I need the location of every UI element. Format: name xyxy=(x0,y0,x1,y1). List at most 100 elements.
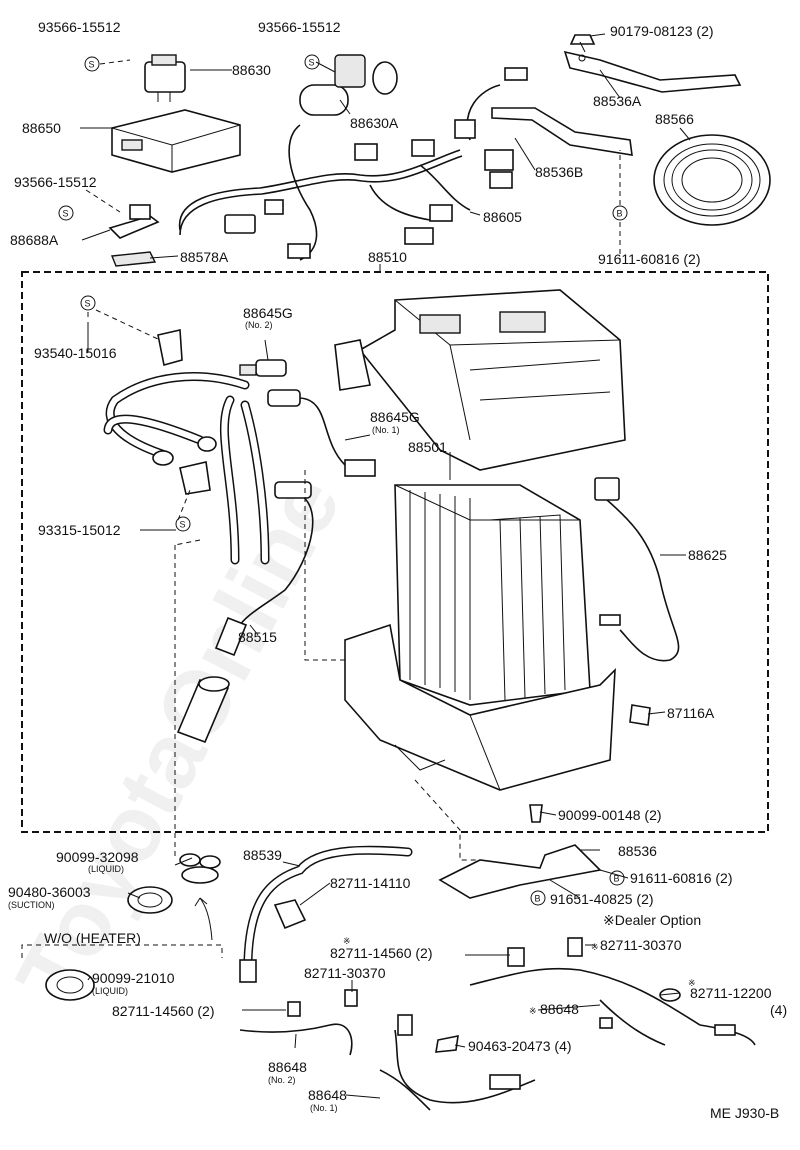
label-93540-15016: 93540-15016 xyxy=(34,345,117,361)
harness-88648-no2-shape xyxy=(239,989,358,1056)
label-88648-no1: 88648 xyxy=(308,1087,347,1103)
svg-text:S: S xyxy=(309,58,315,68)
label-82711-12200-qty: (4) xyxy=(770,1002,787,1018)
o-ring-90099-32098-shape xyxy=(179,853,221,884)
clip-87116a-shape xyxy=(629,704,651,726)
nut-90179-08123-shape xyxy=(569,34,596,45)
label-88650: 88650 xyxy=(22,120,61,136)
label-88566: 88566 xyxy=(655,111,694,127)
label-82711-30370-b: 82711-30370 xyxy=(600,937,682,953)
grommet-90099-21010-shape xyxy=(45,969,95,1001)
label-88515: 88515 xyxy=(238,629,277,645)
label-88578a: 88578A xyxy=(180,249,229,265)
label-88501: 88501 xyxy=(408,439,447,455)
label-88510: 88510 xyxy=(368,249,407,265)
arrow-line xyxy=(199,897,213,941)
relay-88630a-shape xyxy=(299,54,398,116)
svg-text:B: B xyxy=(535,894,541,904)
label-88536b: 88536B xyxy=(535,164,583,180)
callout-b1: B xyxy=(612,205,628,221)
wo-heater-bracket xyxy=(21,944,223,958)
callout-s1: S xyxy=(84,56,100,72)
label-90480-36003: 90480-36003 xyxy=(8,884,91,900)
wire-harness-88605-shape xyxy=(178,67,528,261)
pipes-assembly-shape xyxy=(103,372,270,565)
bracket-88536b-shape xyxy=(491,107,633,156)
svg-text:S: S xyxy=(63,209,69,219)
label-90099-32098-sub: (LIQUID) xyxy=(88,864,124,874)
callout-s3: S xyxy=(58,205,74,221)
harness-88648-star-shape xyxy=(469,937,756,1046)
label-88630a: 88630A xyxy=(350,115,399,131)
clamp-90463-20473-shape xyxy=(435,1034,459,1053)
dealer-option-star-2: ※ xyxy=(591,942,599,952)
sensor-88625-shape xyxy=(594,477,680,662)
label-93566-15512-b: 93566-15512 xyxy=(258,19,341,35)
label-82711-14560-a: 82711-14560 (2) xyxy=(330,945,432,961)
label-88536: 88536 xyxy=(618,843,657,859)
label-wo-heater: W/O (HEATER) xyxy=(44,930,141,946)
label-90099-21010-sub: (LIQUID) xyxy=(92,986,128,996)
dealer-option-star-3: ※ xyxy=(688,978,696,988)
pipe-88539-shape xyxy=(239,845,413,983)
leader-lines xyxy=(80,33,691,1099)
label-82711-14110: 82711-14110 xyxy=(330,875,411,891)
arrow-head xyxy=(194,897,208,907)
callout-b3: B xyxy=(530,890,546,906)
label-82711-14560-b: 82711-14560 (2) xyxy=(112,1003,214,1019)
cooling-unit-boundary xyxy=(21,271,769,833)
clamp-82711-14110-shape xyxy=(273,899,307,930)
label-88605: 88605 xyxy=(483,209,522,225)
label-88688a: 88688A xyxy=(10,232,59,248)
label-88539: 88539 xyxy=(243,847,282,863)
label-93566-15512-c: 93566-15512 xyxy=(14,174,97,190)
svg-text:S: S xyxy=(180,520,186,530)
svg-text:S: S xyxy=(89,60,95,70)
duct-88566-shape xyxy=(653,134,771,226)
label-88625: 88625 xyxy=(688,547,727,563)
label-82711-12200: 82711-12200 xyxy=(690,985,772,1001)
label-90099-21010: 90099-21010 xyxy=(92,970,175,986)
thermistor-88515-shape xyxy=(214,481,314,657)
label-90179-08123: 90179-08123 (2) xyxy=(610,23,714,39)
label-91611-60816-top: 91611-60816 (2) xyxy=(598,251,700,267)
callout-b2: B xyxy=(609,870,625,886)
relay-88630-shape xyxy=(144,54,186,102)
label-91611-60816-bottom: 91611-60816 (2) xyxy=(630,870,732,886)
label-88630: 88630 xyxy=(232,62,271,78)
label-88645g-no2-sub: (No. 2) xyxy=(245,320,273,330)
callout-s5: S xyxy=(175,516,191,532)
label-87116a: 87116A xyxy=(667,705,715,721)
upper-case-shape xyxy=(334,289,626,471)
label-93566-15512-a: 93566-15512 xyxy=(38,19,121,35)
clip-93315-shape xyxy=(179,461,211,495)
evaporator-88501-shape xyxy=(394,484,591,706)
diagram-code: ME J930-B xyxy=(710,1105,779,1121)
clip-93540-shape xyxy=(157,329,183,367)
grommet-90480-36003-shape xyxy=(127,886,173,914)
lower-case-shape xyxy=(344,623,616,791)
insulator-tube-shape xyxy=(176,676,230,744)
label-88645g-no1: 88645G xyxy=(370,409,420,425)
clip-88688a-shape xyxy=(108,204,160,239)
label-93315-15012: 93315-15012 xyxy=(38,522,121,538)
svg-text:S: S xyxy=(85,299,91,309)
label-88536a: 88536A xyxy=(593,93,642,109)
svg-text:B: B xyxy=(617,209,623,219)
label-82711-30370-a: 82711-30370 xyxy=(304,965,386,981)
label-88645g-no2: 88645G xyxy=(243,305,293,321)
label-91651-40825: 91651-40825 (2) xyxy=(550,891,654,907)
callout-s4: S xyxy=(80,295,96,311)
label-88645g-no1-sub: (No. 1) xyxy=(372,425,400,435)
label-88648-no1-sub: (No. 1) xyxy=(310,1103,338,1113)
harness-88648-no1-shape xyxy=(379,1014,536,1111)
dealer-option-star-4: ※ xyxy=(529,1006,537,1016)
bracket-88536-shape xyxy=(438,844,602,899)
label-90463-20473: 90463-20473 (4) xyxy=(468,1038,572,1054)
label-90480-36003-sub: (SUCTION) xyxy=(8,900,55,910)
label-88648-star: 88648 xyxy=(540,1001,579,1017)
label-88648-no2: 88648 xyxy=(268,1059,307,1075)
label-90099-00148: 90099-00148 (2) xyxy=(558,807,662,823)
